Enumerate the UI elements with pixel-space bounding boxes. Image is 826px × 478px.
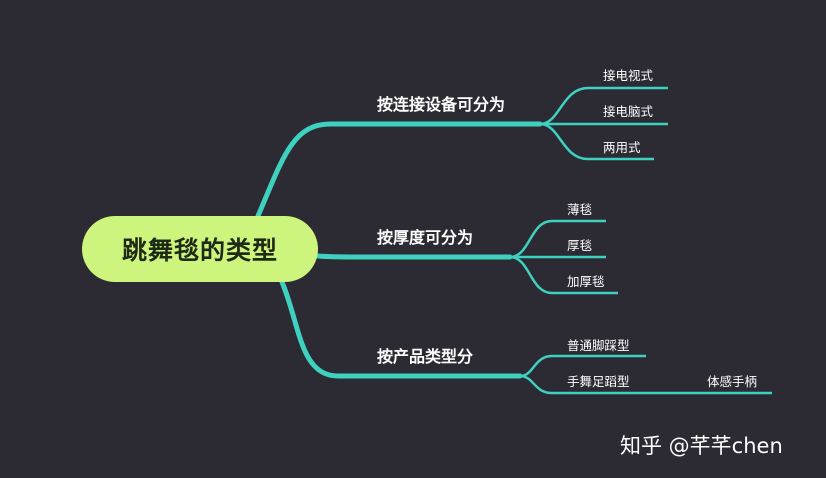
connector-root-to-branch-1 — [255, 121, 543, 219]
connector-branch-1-leaf-1 — [539, 86, 668, 126]
leaf-pc-type[interactable]: 接电脑式 — [603, 104, 654, 119]
connector-root-to-branch-3 — [279, 279, 523, 379]
connector-branch-2-leaf-3 — [509, 255, 618, 295]
leaf-dual-type[interactable]: 两用式 — [603, 140, 641, 155]
leaf-thick-mat[interactable]: 厚毯 — [567, 238, 593, 253]
leaf-tv-type[interactable]: 接电视式 — [603, 68, 654, 83]
branch-connection-device[interactable]: 按连接设备可分为 — [377, 95, 506, 114]
connector-branch-1-leaf-3 — [539, 122, 654, 161]
leaf-dance-type[interactable]: 手舞足蹈型 — [567, 374, 630, 389]
leaf-foot-step-type[interactable]: 普通脚踩型 — [567, 338, 630, 353]
leaf-thin-mat[interactable]: 薄毯 — [567, 202, 593, 217]
branch-thickness[interactable]: 按厚度可分为 — [377, 228, 474, 247]
connector-branch-3-leaf-2 — [519, 374, 772, 395]
connector-root-to-branch-2 — [315, 253, 513, 260]
leaf-motion-controller[interactable]: 体感手柄 — [707, 374, 758, 389]
branch-product-type[interactable]: 按产品类型分 — [377, 347, 474, 366]
root-label: 跳舞毯的类型 — [121, 236, 278, 265]
watermark: 知乎 @芊芊chen — [620, 434, 783, 458]
root-node[interactable]: 跳舞毯的类型 — [82, 216, 318, 282]
leaf-extra-thick-mat[interactable]: 加厚毯 — [567, 274, 605, 289]
